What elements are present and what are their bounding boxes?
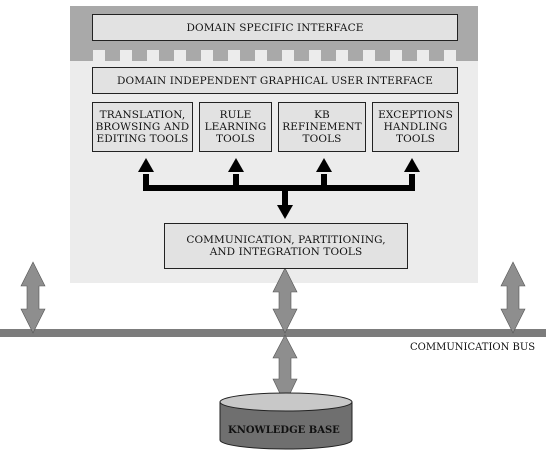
rule-learning-tools-box: RULE LEARNING TOOLS xyxy=(199,102,272,152)
left-bus-double-arrow xyxy=(20,261,46,334)
communication-bus-label: COMMUNICATION BUS xyxy=(410,342,536,353)
knowledge-base-cylinder xyxy=(219,392,353,450)
exceptions-handling-tools-box: EXCEPTIONS HANDLING TOOLS xyxy=(372,102,459,152)
domain-independent-gui-box: DOMAIN INDEPENDENT GRAPHICAL USER INTERF… xyxy=(92,67,458,94)
communication-bus xyxy=(0,329,546,337)
tool-connection-tree xyxy=(138,158,420,219)
tools-bus-double-arrow xyxy=(272,267,298,334)
communication-partitioning-integration-tools-box: COMMUNICATION, PARTITIONING, AND INTEGRA… xyxy=(164,223,408,269)
kb-refinement-tools-box: KB REFINEMENT TOOLS xyxy=(278,102,366,152)
domain-specific-interface-box: DOMAIN SPECIFIC INTERFACE xyxy=(92,14,458,41)
knowledge-base-label: KNOWLEDGE BASE xyxy=(228,425,340,436)
right-bus-double-arrow xyxy=(500,261,526,334)
interface-connectors xyxy=(70,50,478,61)
translation-browsing-editing-tools-box: TRANSLATION, BROWSING AND EDITING TOOLS xyxy=(92,102,193,152)
